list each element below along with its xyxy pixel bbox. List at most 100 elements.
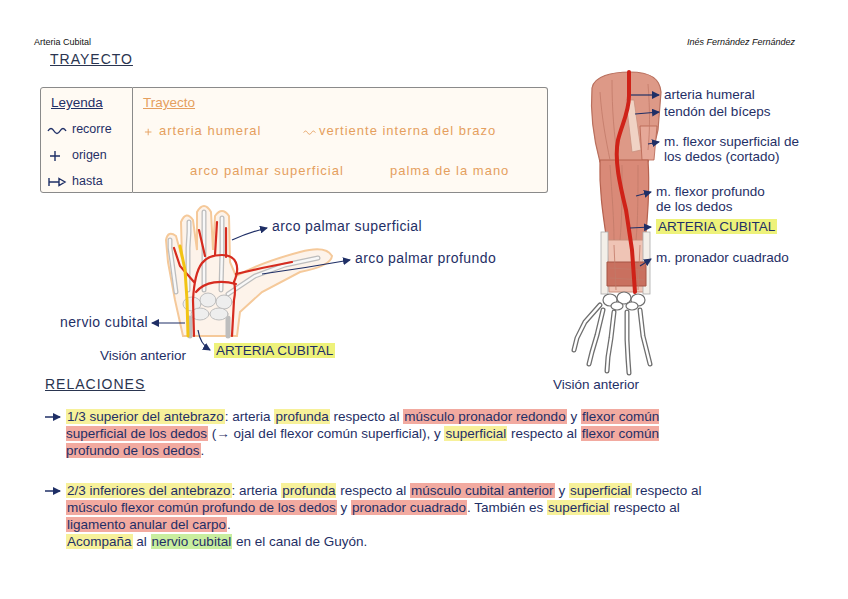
leader-line <box>262 260 350 274</box>
leader-line <box>198 330 210 350</box>
arm-muscles <box>607 240 645 292</box>
highlighted-phrase: superficial <box>569 483 632 498</box>
relation-paragraph: 1/3 superior del antebrazo: arteria prof… <box>66 408 716 459</box>
highlighted-callout: ARTERIA CUBITAL <box>656 219 777 234</box>
highlighted-phrase: músculo flexor común profundo de los ded… <box>66 500 337 515</box>
legend-text: hasta <box>72 174 103 188</box>
paragraph-text: en el canal de Guyón. <box>236 534 367 549</box>
author-name: Inés Fernández Fernández <box>687 35 795 50</box>
hand-skeleton <box>603 292 645 310</box>
arm-muscles <box>610 268 644 270</box>
hand-arteries <box>199 230 205 256</box>
callout-label: nervio cubital <box>60 315 148 330</box>
paragraph-text: : arteria <box>225 409 271 424</box>
legend-symbol-stroke <box>50 151 60 161</box>
highlighted-phrase: 1/3 superior del antebrazo <box>66 409 225 424</box>
leader-line <box>635 112 659 114</box>
legend-symbol <box>47 150 67 162</box>
arm-muscles <box>591 72 661 294</box>
arm-muscles <box>638 245 640 290</box>
route-panel: Trayectoarteria humeralvertiente interna… <box>133 87 548 193</box>
paragraph-text: y <box>570 409 577 424</box>
paragraph-text: respecto al <box>340 483 406 498</box>
leader-line <box>630 95 659 266</box>
view-caption: Visión anterior <box>553 377 639 392</box>
legend-panel: Leyenda recorre origen hasta <box>40 87 133 193</box>
legend-symbol <box>143 127 156 137</box>
hand-bones <box>183 293 232 320</box>
hand-bones <box>188 222 189 290</box>
legend-row: hasta <box>47 174 103 188</box>
route-step: arco palmar superficial <box>190 162 344 179</box>
hand-bones <box>226 318 231 336</box>
highlighted-phrase: superficial <box>547 500 610 515</box>
legend-symbol-stroke <box>49 178 65 186</box>
leader-line <box>631 94 659 95</box>
paragraph-text: respecto al <box>511 426 577 441</box>
hand-arteries <box>193 255 237 336</box>
section-heading: TRAYECTO <box>50 52 133 67</box>
step-text: vertiente interna del brazo <box>319 123 496 138</box>
arm-artery <box>617 72 635 292</box>
paragraph-text: (→ ojal del flexor común superficial), y <box>212 426 441 441</box>
hand-skeleton <box>627 312 629 373</box>
legend-text: origen <box>72 148 107 162</box>
legend-symbol <box>303 127 316 137</box>
legend-row: origen <box>47 148 107 162</box>
arm-muscles <box>614 245 616 290</box>
hand-skeleton <box>626 302 638 310</box>
highlighted-phrase: pronador cuadrado <box>351 500 467 515</box>
hand-bones <box>228 258 318 294</box>
hand-skeleton <box>640 310 650 364</box>
hand-skeleton <box>574 305 650 373</box>
hand-bones <box>200 293 216 307</box>
step-text: arteria humeral <box>159 123 261 138</box>
hand-skeleton <box>627 312 629 373</box>
bullet-arrow <box>45 417 60 491</box>
legend-symbol-stroke <box>48 128 66 133</box>
paragraph-text: . <box>201 443 205 458</box>
hand-skeleton <box>574 305 600 350</box>
highlighted-phrase: músculo cubital anterior <box>410 483 555 498</box>
paragraph-text: respecto al <box>333 409 399 424</box>
hand-skeleton <box>640 310 650 364</box>
callout-label: m. pronador cuadrado <box>656 250 789 265</box>
paragraph-text: al <box>136 534 147 549</box>
paragraph-text: y <box>340 500 347 515</box>
arm-muscles <box>648 84 650 150</box>
callout-label: arco palmar superficial <box>272 219 422 234</box>
hand-arteries <box>196 282 236 292</box>
legend-symbol-stroke <box>304 131 316 134</box>
hand-arteries <box>225 228 227 257</box>
leader-line <box>640 259 651 266</box>
hand-arteries <box>174 222 292 336</box>
paragraph-text: y <box>558 483 565 498</box>
paragraph-text: : arteria <box>232 483 278 498</box>
callout-label: m. flexor profundo de los dedos <box>656 184 781 214</box>
panel-heading: Leyenda <box>51 95 103 110</box>
hand-skeleton <box>589 310 603 364</box>
hand-skeleton <box>574 305 650 373</box>
bullet-arrow <box>45 416 60 418</box>
callout-label: tendón del bíceps <box>664 104 771 119</box>
paragraph-text: . También es <box>467 500 543 515</box>
arm-muscles <box>600 92 610 160</box>
hand-skeleton <box>611 302 623 310</box>
hand-skeleton <box>574 305 600 350</box>
leader-line <box>636 192 651 196</box>
paragraph-text: . <box>227 517 231 532</box>
relation-paragraph: 2/3 inferiores del antebrazo: arteria pr… <box>66 482 716 550</box>
route-step: palma de la mano <box>390 162 509 179</box>
step-text: palma de la mano <box>390 163 509 178</box>
hand-bones <box>188 222 189 290</box>
callout-label: arteria humeral <box>664 87 755 102</box>
legend-text: recorre <box>72 122 112 136</box>
leader-line <box>630 227 651 228</box>
page-title: Arteria Cubital <box>34 35 91 50</box>
legend-row: recorre <box>47 122 112 136</box>
highlighted-phrase: superficial <box>444 426 507 441</box>
highlighted-phrase: Acompaña <box>66 534 133 549</box>
step-text: arco palmar superficial <box>190 163 344 178</box>
view-caption: Visión anterior <box>100 348 186 363</box>
